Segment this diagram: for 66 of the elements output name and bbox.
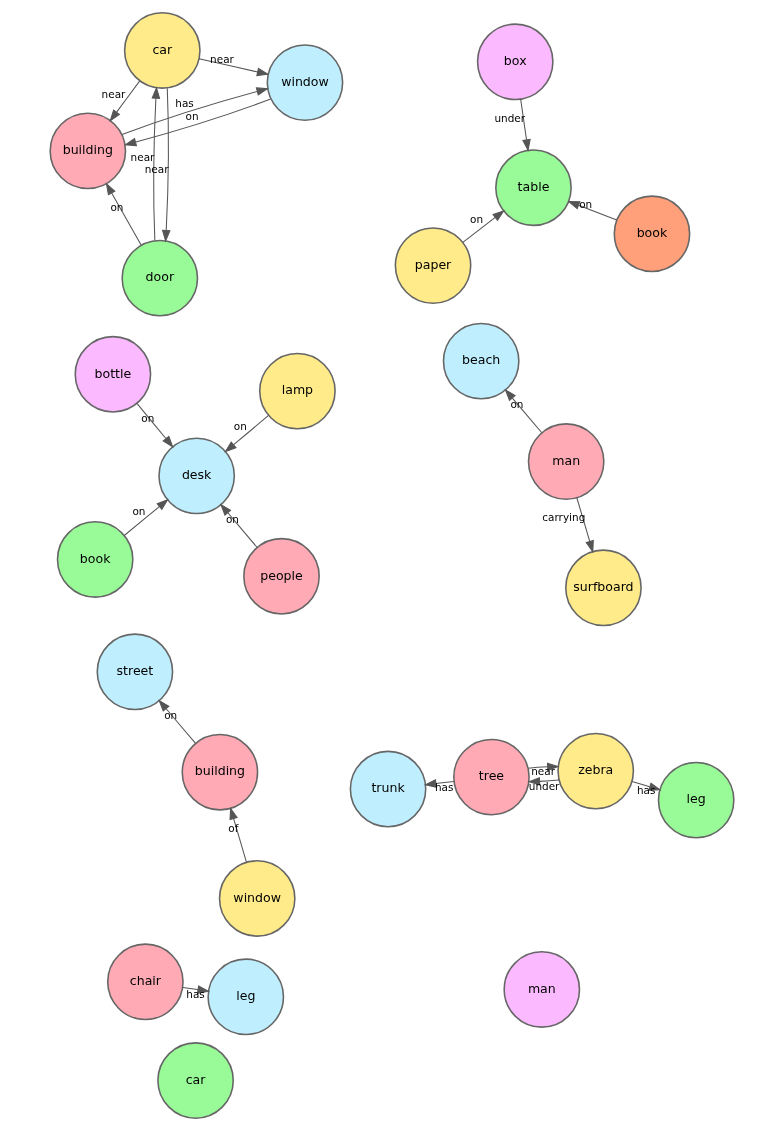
arrow	[198, 58, 270, 77]
node-circle: door	[121, 239, 199, 317]
arrow	[123, 98, 272, 147]
node-circle: window	[266, 44, 344, 122]
edge-label: on	[141, 411, 155, 424]
edge-label: on	[110, 201, 124, 214]
edge-label: on	[510, 398, 524, 411]
node-circle: book	[613, 195, 691, 273]
edge-label: on	[579, 197, 593, 210]
node-circle: trunk	[349, 750, 427, 828]
arrow	[158, 699, 197, 744]
arrow	[527, 776, 560, 786]
arrow	[229, 806, 248, 863]
edge-label: near	[101, 87, 126, 100]
arrow	[136, 402, 174, 448]
edge-label: of	[228, 822, 239, 835]
node-circle: table	[495, 149, 572, 227]
node-circle: car	[157, 1042, 235, 1119]
node-circle: surfboard	[565, 549, 642, 627]
edge-label: on	[225, 513, 239, 526]
arrow	[423, 779, 455, 788]
node-circle: building	[49, 112, 127, 190]
node-circle: paper	[394, 227, 472, 305]
edge-label: under	[528, 779, 560, 792]
edge-label: near	[144, 162, 169, 175]
node-circle: man	[503, 951, 581, 1028]
node-circle: chair	[106, 943, 184, 1021]
arrow	[567, 200, 618, 221]
node-circle: lamp	[258, 352, 336, 430]
edge-label: under	[494, 111, 526, 124]
arrow	[462, 209, 505, 243]
arrow	[151, 86, 161, 242]
edge-label: near	[531, 765, 555, 778]
edge-label: near	[130, 150, 155, 163]
arrow	[105, 182, 142, 246]
edge-label: on	[233, 420, 247, 433]
node-circle: box	[476, 23, 554, 101]
node-circle: people	[243, 537, 320, 615]
edge-label: on	[132, 504, 146, 517]
node-circle: car	[123, 12, 201, 89]
arrow	[161, 87, 171, 243]
node-circle: leg	[207, 958, 285, 1036]
arrow	[219, 503, 258, 549]
arrow	[520, 98, 531, 152]
edge-label: has	[636, 784, 656, 797]
node-circle: leg	[657, 761, 735, 839]
edge-label: has	[434, 781, 454, 794]
edge-label: on	[185, 110, 199, 123]
arrow	[576, 497, 594, 554]
node-circle: building	[181, 733, 259, 811]
arrow	[504, 388, 543, 434]
node-circle: book	[56, 521, 134, 598]
arrow	[527, 762, 560, 772]
edge-label: on	[164, 709, 178, 722]
edge-label: has	[175, 96, 194, 109]
edge-label: on	[470, 213, 484, 226]
edge-label: near	[210, 53, 234, 66]
arrow	[121, 87, 269, 136]
edge-label: carrying	[542, 511, 586, 524]
arrow	[224, 414, 270, 453]
node-circle: tree	[453, 738, 530, 816]
node-circle: window	[218, 860, 296, 937]
node-circle: man	[527, 423, 605, 500]
node-circle: bottle	[74, 335, 152, 413]
arrow	[123, 498, 169, 537]
arrow	[109, 80, 141, 122]
